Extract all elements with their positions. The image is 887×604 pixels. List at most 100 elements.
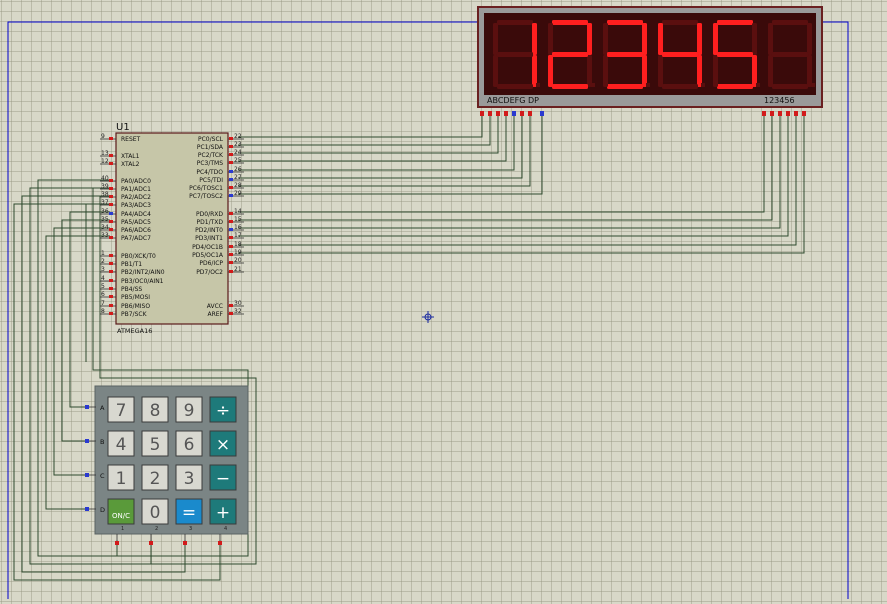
wire[interactable] [238,114,523,179]
chip-pin-marker[interactable] [229,170,233,173]
chip-pin-marker[interactable] [229,245,233,248]
chip-pin-marker[interactable] [229,212,233,215]
chip-pin-marker[interactable] [109,254,113,257]
key-cap[interactable] [107,430,135,457]
display-seg-pin[interactable] [528,111,532,116]
key-cap[interactable] [141,498,169,525]
keypad-row-pin[interactable] [85,473,89,477]
chip-pin-marker[interactable] [109,179,113,182]
keypad-row-pin[interactable] [85,405,89,409]
chip-pin-marker[interactable] [229,220,233,223]
wire[interactable] [238,114,499,154]
display-seg-pin[interactable] [504,111,508,116]
wire[interactable] [238,114,789,237]
key-cap[interactable] [175,396,203,423]
chip-pin-marker[interactable] [109,137,113,140]
chip-pin-marker[interactable] [229,161,233,164]
wire[interactable] [238,114,781,229]
display-digit-pin[interactable] [762,111,766,116]
keypad-row-pin[interactable] [85,439,89,443]
chip-pin-marker[interactable] [229,304,233,307]
chip-pin-marker[interactable] [229,186,233,189]
wire[interactable] [21,195,186,573]
wire[interactable] [37,179,118,557]
chip-pin-marker[interactable] [229,153,233,156]
keypad-key[interactable]: 7 [107,396,135,423]
wire[interactable] [99,196,257,565]
display-digit-pin[interactable] [794,111,798,116]
keypad-key[interactable]: 6 [175,430,203,457]
chip-pin-marker[interactable] [229,194,233,197]
keypad-col-pin[interactable] [183,541,187,545]
display-seg-pin[interactable] [496,111,500,116]
chip-pin-marker[interactable] [229,228,233,231]
wire[interactable] [238,114,483,138]
key-cap[interactable] [141,464,169,491]
chip-pin-marker[interactable] [109,187,113,190]
chip-pin-marker[interactable] [109,162,113,165]
wire[interactable] [238,114,531,187]
chip-pin-marker[interactable] [109,212,113,215]
display-seg-pin[interactable] [512,111,516,116]
wire[interactable] [53,227,110,476]
keypad-key[interactable]: 0 [141,498,169,525]
chip-pin-marker[interactable] [109,270,113,273]
chip-pin-marker[interactable] [229,236,233,239]
key-cap[interactable] [175,498,203,525]
chip-pin-marker[interactable] [109,220,113,223]
wire[interactable] [238,114,797,246]
key-cap[interactable] [107,498,135,525]
key-cap[interactable] [209,396,237,423]
display-seg-pin[interactable] [520,111,524,116]
key-cap[interactable] [209,430,237,457]
keypad-key[interactable]: + [209,498,237,525]
keypad-key[interactable]: 8 [141,396,169,423]
keypad-key[interactable]: 4 [107,430,135,457]
chip-pin-marker[interactable] [229,270,233,273]
chip-pin-marker[interactable] [109,262,113,265]
wire[interactable] [92,188,249,557]
chip-pin-marker[interactable] [109,203,113,206]
keypad-col-pin[interactable] [218,541,222,545]
chip-pin-marker[interactable] [229,312,233,315]
chip-pin-marker[interactable] [229,137,233,140]
wire[interactable] [238,114,773,221]
wire[interactable] [45,235,110,510]
wire[interactable] [238,114,765,213]
display-digit-pin[interactable] [802,111,806,116]
display-seg-pin[interactable] [488,111,492,116]
keypad-key[interactable]: 3 [175,464,203,491]
chip-pin-marker[interactable] [109,236,113,239]
wire[interactable] [238,114,507,162]
wire[interactable] [238,114,805,254]
keypad-key[interactable]: ÷ [209,396,237,423]
wire[interactable] [238,114,543,195]
keypad-key[interactable]: = [175,498,203,525]
chip-pin-marker[interactable] [229,253,233,256]
display-seg-pin[interactable] [480,111,484,116]
keypad-col-pin[interactable] [149,541,153,545]
chip-pin-marker[interactable] [109,312,113,315]
chip-pin-marker[interactable] [109,287,113,290]
chip-pin-marker[interactable] [109,295,113,298]
keypad-key[interactable]: 5 [141,430,169,457]
display-digit-pin[interactable] [786,111,790,116]
key-cap[interactable] [107,396,135,423]
chip-pin-marker[interactable] [229,145,233,148]
chip-pin-marker[interactable] [109,228,113,231]
chip-pin-marker[interactable] [229,178,233,181]
key-cap[interactable] [107,464,135,491]
keypad-key[interactable]: 9 [175,396,203,423]
keypad-key[interactable]: × [209,430,237,457]
key-cap[interactable] [209,498,237,525]
chip-pin-marker[interactable] [109,304,113,307]
key-cap[interactable] [175,464,203,491]
keypad-key[interactable]: 1 [107,464,135,491]
wire[interactable] [13,203,221,581]
display-digit-pin[interactable] [770,111,774,116]
wire[interactable] [238,114,515,171]
key-cap[interactable] [175,430,203,457]
